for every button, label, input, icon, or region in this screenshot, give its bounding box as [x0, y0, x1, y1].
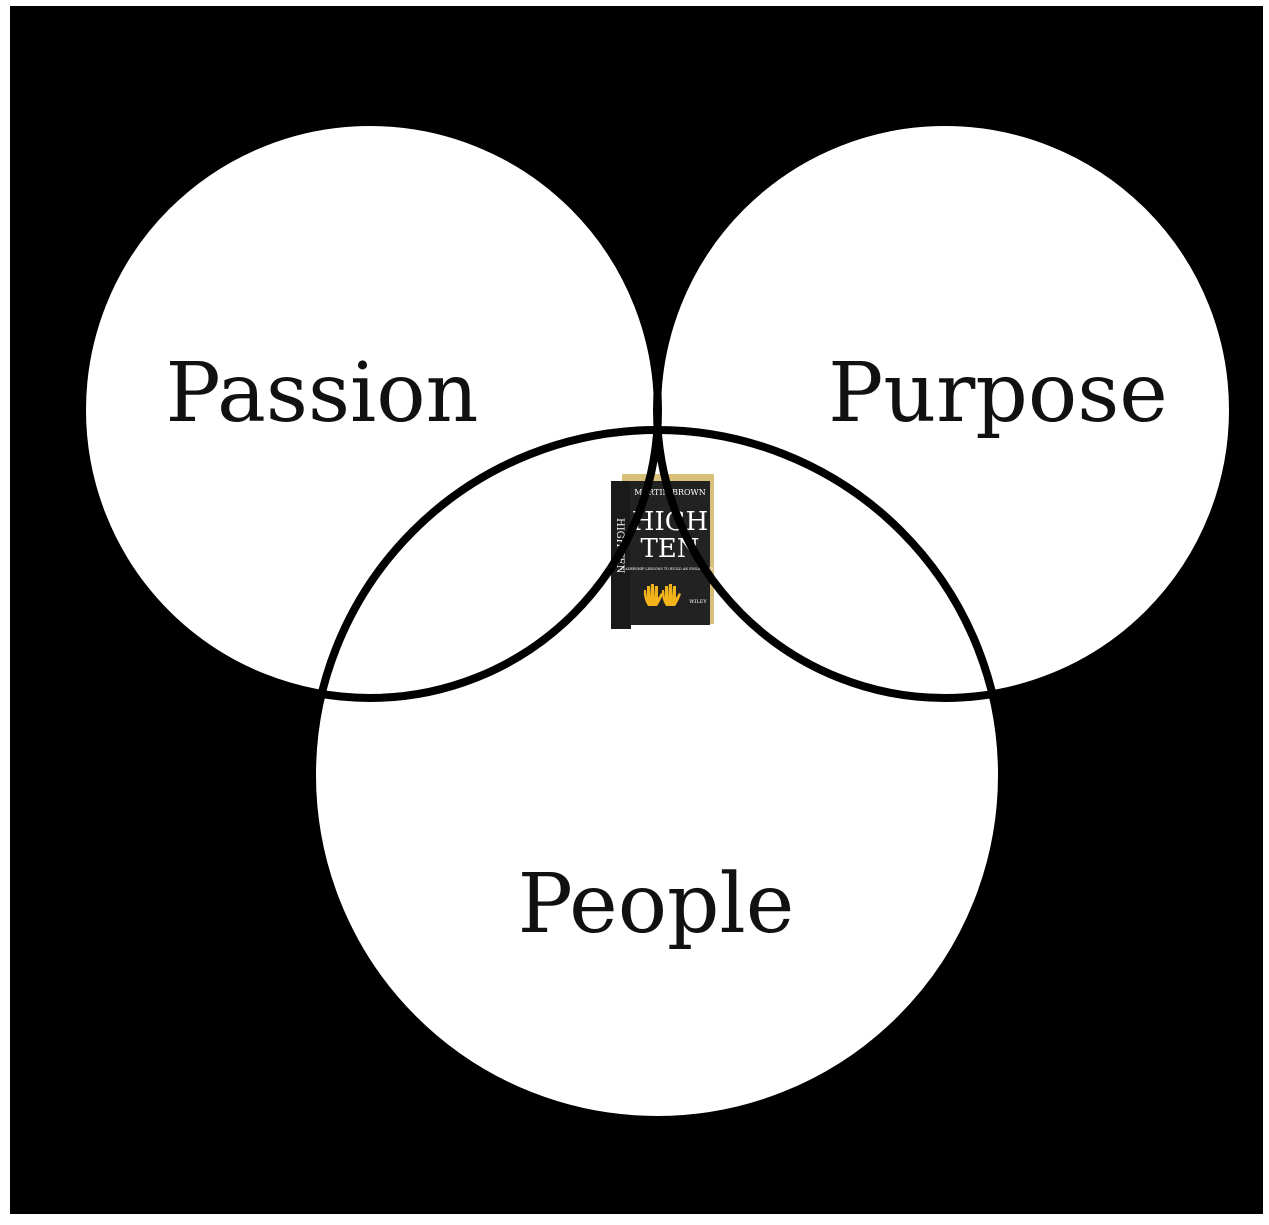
passion-label: Passion — [166, 346, 479, 441]
people-label: People — [518, 857, 795, 952]
book-publisher: WILEY — [689, 599, 707, 605]
book-subtitle: LEADERSHIP LESSONS TO BUILD AN ENGAGED T… — [621, 567, 720, 571]
raised-hands-icon — [643, 584, 681, 606]
book-icon: MARTIN BROWN HIGH TEN LEADERSHIP LESSONS… — [611, 474, 720, 629]
book-title-line1: HIGH — [632, 507, 708, 537]
purpose-label: Purpose — [828, 346, 1168, 441]
purpose-circle-outline — [653, 118, 1237, 702]
people-circle-fill — [312, 430, 1002, 1120]
people-circle-outline — [308, 426, 1006, 1124]
